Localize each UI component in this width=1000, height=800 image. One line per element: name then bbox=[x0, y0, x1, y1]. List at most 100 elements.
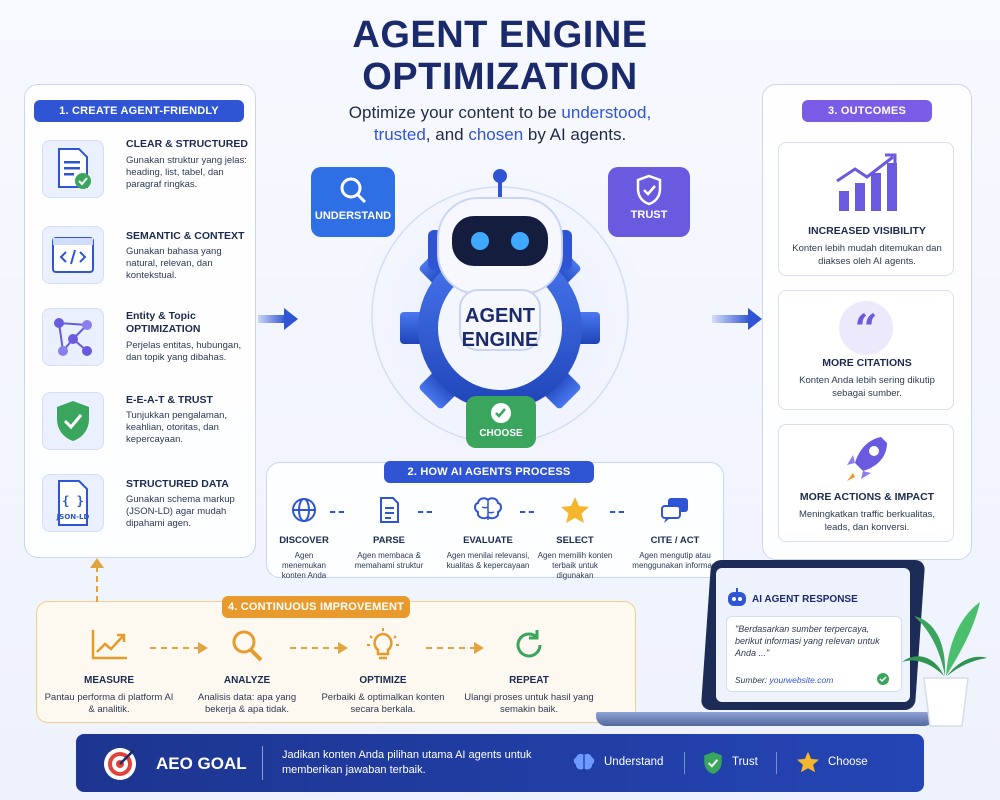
trust-bubble: TRUST bbox=[608, 167, 690, 237]
left-item-structured-data: { } JSON-LD STRUCTURED DATA Gunakan sche… bbox=[42, 470, 246, 540]
improve-step-title: ANALYZE bbox=[223, 675, 271, 686]
laptop-source: Sumber: yourwebsite.com bbox=[735, 675, 833, 685]
rocket-icon bbox=[847, 437, 887, 481]
improve-step-desc: Analisis data: apa yang bekerja & apa ti… bbox=[197, 692, 297, 715]
process-step-desc: Agen memilih konten terbaik untuk diguna… bbox=[537, 551, 613, 580]
left-item-desc: Gunakan struktur yang jelas: heading, li… bbox=[126, 155, 247, 190]
laptop-base bbox=[596, 712, 934, 726]
left-item-title: E-E-A-T & TRUST bbox=[126, 394, 213, 406]
process-step-title: DISCOVER bbox=[279, 535, 329, 546]
process-arrow bbox=[330, 511, 344, 513]
left-item-clear-structured: CLEAR & STRUCTURED Gunakan struktur yang… bbox=[42, 136, 248, 206]
goal-tag-trust: Trust bbox=[732, 756, 758, 768]
laptop-source-link[interactable]: yourwebsite.com bbox=[769, 675, 834, 685]
process-step-desc: Agen menemukan konten Anda bbox=[281, 551, 327, 580]
subtitle-highlight-understood: understood, bbox=[561, 103, 652, 122]
network-nodes-icon bbox=[42, 308, 104, 366]
left-item-entity-topic: Entity & Topic OPTIMIZATION Perjelas ent… bbox=[42, 304, 246, 374]
left-item-desc: Gunakan schema markup (JSON-LD) agar mud… bbox=[126, 494, 235, 529]
arrow-right-icon bbox=[338, 642, 348, 654]
understand-bubble: UNDERSTAND bbox=[311, 167, 395, 237]
improve-step-measure: MEASURE Pantau performa di platform AI &… bbox=[44, 628, 174, 716]
process-arrow bbox=[610, 511, 624, 513]
improve-step-desc: Perbaiki & optimalkan konten secara berk… bbox=[321, 692, 445, 715]
right-item-citations: “ MORE CITATIONS Konten Anda lebih serin… bbox=[778, 290, 954, 410]
laptop-source-label: Sumber: bbox=[735, 675, 770, 685]
chat-bubble-icon bbox=[661, 498, 688, 523]
process-panel-header: 2. HOW AI AGENTS PROCESS CONTENT bbox=[384, 461, 594, 500]
improve-arrow bbox=[290, 647, 340, 649]
right-panel-header: 3. OUTCOMES bbox=[802, 100, 932, 122]
goal-tag-divider bbox=[684, 752, 685, 774]
engine-label-line-2: ENGINE bbox=[461, 329, 539, 351]
target-icon bbox=[104, 748, 136, 780]
trust-label: TRUST bbox=[630, 209, 668, 221]
right-item-visibility: INCREASED VISIBILITY Konten lebih mudah … bbox=[778, 142, 954, 276]
left-item-title: CLEAR & STRUCTURED bbox=[126, 138, 248, 150]
arrow-right-icon bbox=[198, 642, 208, 654]
laptop-display: AI AGENT RESPONSE "Berdasarkan sumber te… bbox=[716, 568, 910, 702]
refresh-icon bbox=[516, 630, 542, 658]
arrow-right-icon bbox=[258, 308, 298, 330]
right-item-desc: Konten lebih mudah ditemukan dan diakses… bbox=[792, 243, 942, 267]
improve-step-title: REPEAT bbox=[509, 675, 549, 686]
process-arrow bbox=[418, 511, 432, 513]
left-item-title: Entity & Topic OPTIMIZATION bbox=[126, 310, 201, 335]
loop-arrow bbox=[96, 566, 98, 602]
arrow-right-icon bbox=[474, 642, 484, 654]
title-line-1: AGENT ENGINE bbox=[352, 14, 648, 56]
plant-illustration bbox=[902, 602, 987, 727]
brain-icon bbox=[573, 753, 595, 771]
left-item-eeat-trust: E-E-A-T & TRUST Tunjukkan pengalaman, ke… bbox=[42, 388, 246, 458]
laptop-response-card: "Berdasarkan sumber terpercaya, berikut … bbox=[726, 616, 902, 692]
process-step-title: EVALUATE bbox=[463, 535, 513, 546]
right-item-title: MORE ACTIONS & IMPACT bbox=[799, 491, 935, 503]
growth-chart-icon bbox=[836, 153, 897, 211]
right-item-desc: Konten Anda lebih sering dikutip sebagai… bbox=[799, 375, 935, 399]
process-step-parse: PARSE Agen membaca & memahami struktur bbox=[348, 496, 430, 571]
goal-tag-divider bbox=[776, 752, 777, 774]
left-panel-header: 1. CREATE AGENT-FRIENDLY CONTENT bbox=[34, 100, 244, 139]
title-line-2: OPTIMIZATION bbox=[362, 56, 638, 98]
svg-text:{ }: { } bbox=[62, 494, 84, 508]
svg-text:“: “ bbox=[854, 306, 877, 353]
left-item-semantic-context: SEMANTIC & CONTEXT Gunakan bahasa yang n… bbox=[42, 222, 246, 292]
shield-check-icon bbox=[636, 174, 662, 206]
understand-label: UNDERSTAND bbox=[314, 210, 392, 222]
star-icon bbox=[797, 751, 819, 773]
subtitle-highlight-trusted: trusted bbox=[373, 125, 426, 144]
right-item-desc: Meningkatkan traffic berkualitas, leads,… bbox=[798, 509, 936, 533]
quote-icon: “ bbox=[839, 301, 893, 355]
improve-step-title: OPTIMIZE bbox=[359, 675, 407, 686]
engine-label: AGENT ENGINE bbox=[440, 304, 560, 352]
shield-check-icon bbox=[42, 392, 104, 450]
right-item-actions-impact: MORE ACTIONS & IMPACT Meningkatkan traff… bbox=[778, 424, 954, 542]
goal-tag-choose: Choose bbox=[828, 756, 868, 768]
laptop-header: AI AGENT RESPONSE bbox=[752, 594, 858, 605]
laptop-quote: "Berdasarkan sumber terpercaya, berikut … bbox=[735, 624, 880, 658]
goal-label: AEO GOAL bbox=[156, 754, 247, 773]
left-item-title: SEMANTIC & CONTEXT bbox=[126, 230, 245, 242]
improve-step-title: MEASURE bbox=[83, 675, 134, 686]
json-ld-icon-label: JSON-LD bbox=[56, 513, 90, 521]
left-item-title: STRUCTURED DATA bbox=[126, 478, 229, 490]
aeo-goal-bar: AEO GOAL Jadikan konten Anda pilihan uta… bbox=[76, 734, 924, 792]
engine-label-line-1: AGENT bbox=[465, 305, 535, 327]
left-item-desc: Perjelas entitas, hubungan, dan topik ya… bbox=[126, 340, 242, 363]
check-circle-icon bbox=[491, 403, 511, 423]
left-item-desc: Gunakan bahasa yang natural, relevan, da… bbox=[126, 246, 222, 281]
json-file-icon: { } JSON-LD bbox=[42, 474, 104, 532]
line-chart-icon bbox=[91, 630, 127, 660]
page-title: AGENT ENGINE OPTIMIZATION bbox=[0, 14, 1000, 98]
improve-step-desc: Pantau performa di platform AI & analiti… bbox=[44, 692, 174, 715]
star-icon bbox=[561, 497, 589, 523]
choose-label: CHOOSE bbox=[479, 428, 523, 439]
brain-icon bbox=[474, 497, 502, 520]
process-step-cite-act: CITE / ACT Agen mengutip atau menggunaka… bbox=[628, 496, 722, 571]
subtitle-part: Optimize your content to be bbox=[348, 103, 562, 122]
lightbulb-icon bbox=[367, 628, 399, 660]
check-circle-icon bbox=[877, 673, 889, 685]
right-item-title: INCREASED VISIBILITY bbox=[808, 225, 926, 237]
process-step-evaluate: EVALUATE Agen menilai relevansi, kualita… bbox=[442, 496, 534, 571]
process-step-title: CITE / ACT bbox=[650, 535, 700, 546]
